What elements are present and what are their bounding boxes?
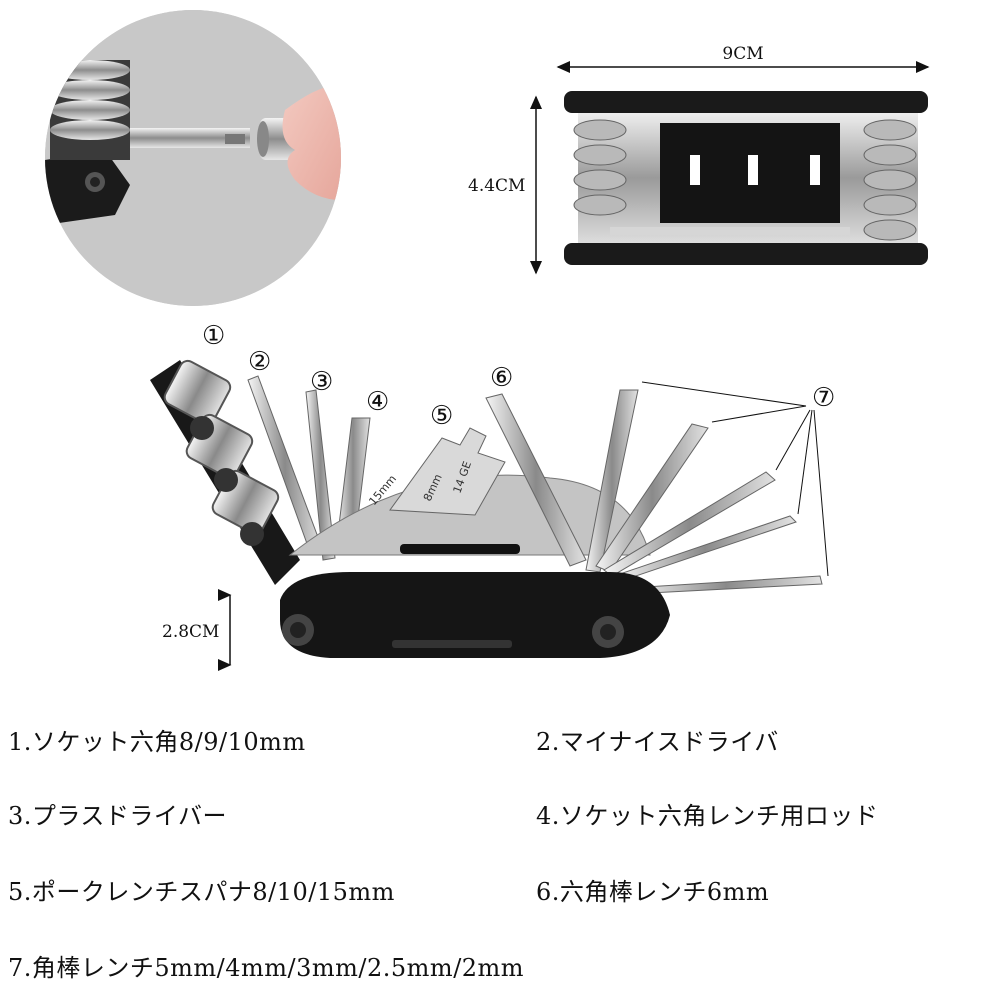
callout-6: ⑥ (490, 363, 513, 393)
callout-5: ⑤ (430, 401, 453, 431)
legend-item-1: 1.ソケット六角8/9/10mm (8, 728, 306, 756)
legend-item-2: 2.マイナイスドライバ (536, 728, 779, 756)
width-label: 9CM (722, 44, 763, 64)
legend-item-3: 3.プラスドライバー (8, 802, 227, 830)
callout-1: ① (202, 321, 225, 351)
folded-tool-view: 9CM 4.4CM (460, 25, 960, 285)
legend-item-6: 6.六角棒レンチ6mm (536, 878, 770, 906)
detail-photo-circle (45, 10, 341, 306)
height-label: 4.4CM (468, 176, 525, 196)
callout-3: ③ (310, 367, 333, 397)
exploded-tool-view: 2.8CM 15mm 8mm 14 GE (130, 310, 870, 680)
tool-handle (280, 572, 670, 658)
callout-7: ⑦ (812, 383, 835, 413)
callout-2: ② (248, 347, 271, 377)
legend-item-7: 7.角棒レンチ5mm/4mm/3mm/2.5mm/2mm (8, 954, 525, 982)
thickness-label: 2.8CM (162, 622, 219, 642)
legend-item-5: 5.ポークレンチスパナ8/10/15mm (8, 878, 395, 906)
callout-4: ④ (366, 387, 389, 417)
socket-detail-illustration (45, 10, 341, 306)
legend-item-4: 4.ソケット六角レンチ用ロッド (536, 802, 879, 830)
